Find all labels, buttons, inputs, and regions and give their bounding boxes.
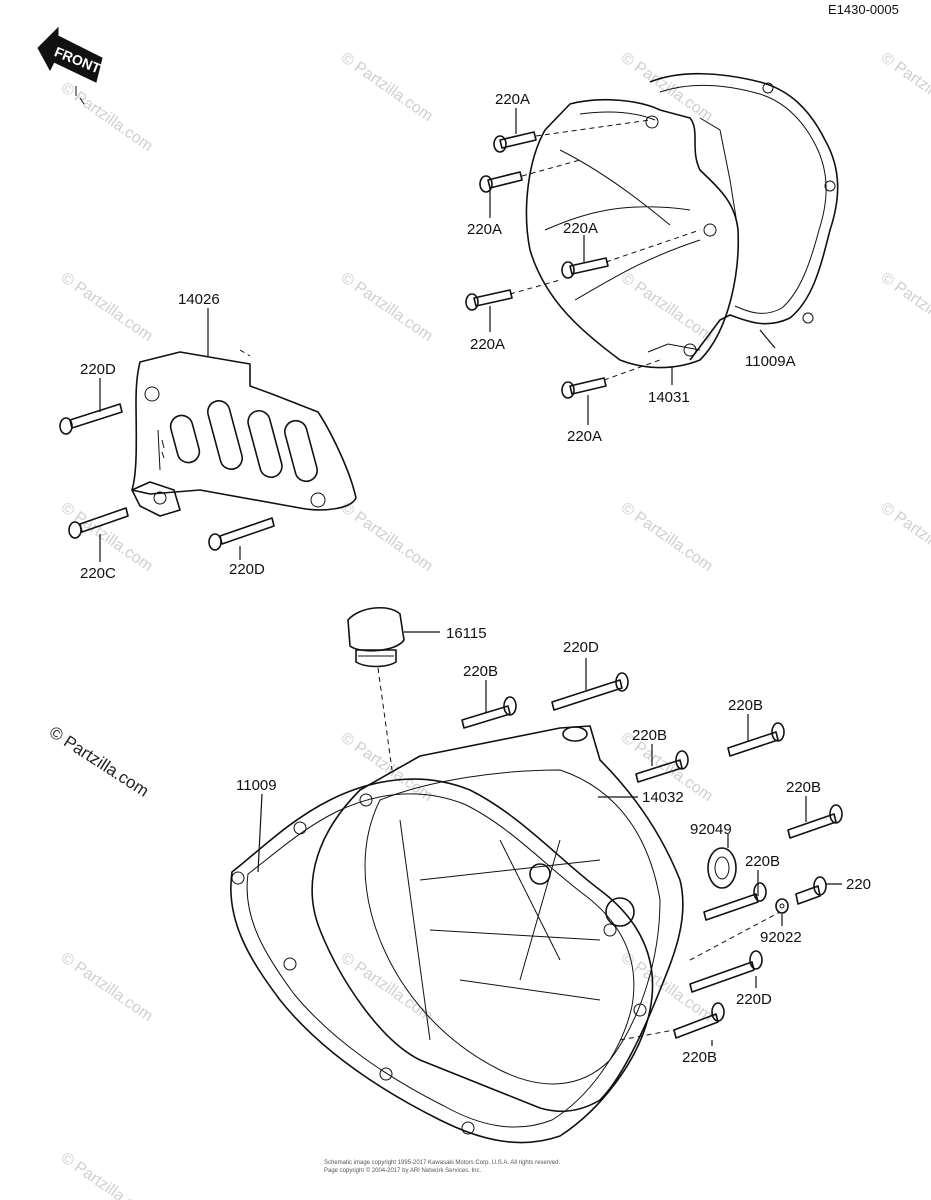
callout-92022: 92022: [760, 929, 802, 946]
callout-220d: 220D: [736, 991, 772, 1008]
callout-220d: 220D: [563, 639, 599, 656]
callout-92049: 92049: [690, 821, 732, 838]
watermark: © Partzilla.com: [338, 949, 436, 1025]
watermark: © Partzilla.com: [338, 499, 436, 575]
bolt-220d: [208, 517, 275, 551]
callout-220b: 220B: [745, 853, 780, 870]
watermark: © Partzilla.com: [618, 499, 716, 575]
sprocket-cover: [131, 349, 357, 517]
watermark: © Partzilla.com: [878, 499, 931, 575]
bolt-220a: [561, 377, 607, 399]
clutch-cover-gasket: [230, 778, 654, 1144]
bolt-220d: [59, 403, 123, 435]
callout-220b: 220B: [463, 663, 498, 680]
oil-seal: [707, 847, 737, 889]
callout-16115: 16115: [446, 625, 487, 642]
bolt-220b: [787, 804, 843, 839]
callout-14031: 14031: [648, 389, 690, 406]
callout-220: 220: [846, 876, 871, 893]
clutch-cover: [311, 725, 684, 1113]
bolt-220b: [703, 882, 767, 921]
watermark: © Partzilla.com: [878, 49, 931, 125]
watermark: © Partzilla.com: [338, 269, 436, 345]
watermark: © Partzilla.com: [878, 269, 931, 345]
callout-11009: 11009: [236, 777, 277, 794]
generator-cover-gasket: [649, 72, 839, 361]
copyright-line: Page copyright © 2004-2017 by ARI Networ…: [324, 1167, 481, 1174]
callout-220a: 220A: [495, 91, 530, 108]
watermark: © Partzilla.com: [618, 269, 716, 345]
bolt-220a: [479, 171, 523, 193]
watermark: © Partzilla.com: [58, 79, 156, 155]
callout-14032: 14032: [642, 789, 684, 806]
washer: [775, 898, 789, 914]
callout-11009a: 11009A: [745, 353, 796, 370]
partzilla-watermark: © Partzilla.com: [46, 722, 152, 800]
bolt-220: [795, 876, 827, 905]
bolt-220d: [689, 950, 763, 993]
watermark: © Partzilla.com: [338, 49, 436, 125]
callout-220b: 220B: [632, 727, 667, 744]
callout-220b: 220B: [728, 697, 763, 714]
bolt-220a: [493, 131, 537, 153]
bolt-220c: [68, 507, 129, 539]
callout-220d: 220D: [229, 561, 265, 578]
callout-220d: 220D: [80, 361, 116, 378]
callout-220a: 220A: [567, 428, 602, 445]
bolt-220a: [465, 289, 513, 311]
watermark: © Partzilla.com: [58, 1149, 156, 1200]
watermark: © Partzilla.com: [58, 269, 156, 345]
callout-220a: 220A: [470, 336, 505, 353]
bolt-220b: [635, 750, 689, 783]
callout-220a: 220A: [467, 221, 502, 238]
diagram-id: E1430-0005: [828, 2, 899, 17]
callout-220c: 220C: [80, 565, 116, 582]
callout-14026: 14026: [178, 291, 220, 308]
bolt-220d: [551, 672, 629, 711]
callout-220b: 220B: [786, 779, 821, 796]
watermark: © Partzilla.com: [58, 949, 156, 1025]
oil-filler-cap: [347, 607, 405, 668]
bolt-220b: [727, 722, 785, 757]
copyright-line: Schematic image copyright 1995-2017 Kawa…: [324, 1160, 560, 1166]
callout-220a: 220A: [563, 220, 598, 237]
bolt-220b: [461, 696, 517, 729]
generator-cover: [525, 98, 740, 369]
callout-220b: 220B: [682, 1049, 717, 1066]
bolt-220a: [561, 257, 609, 279]
watermark: © Partzilla.com: [618, 949, 716, 1025]
bolt-220b: [673, 1002, 725, 1039]
